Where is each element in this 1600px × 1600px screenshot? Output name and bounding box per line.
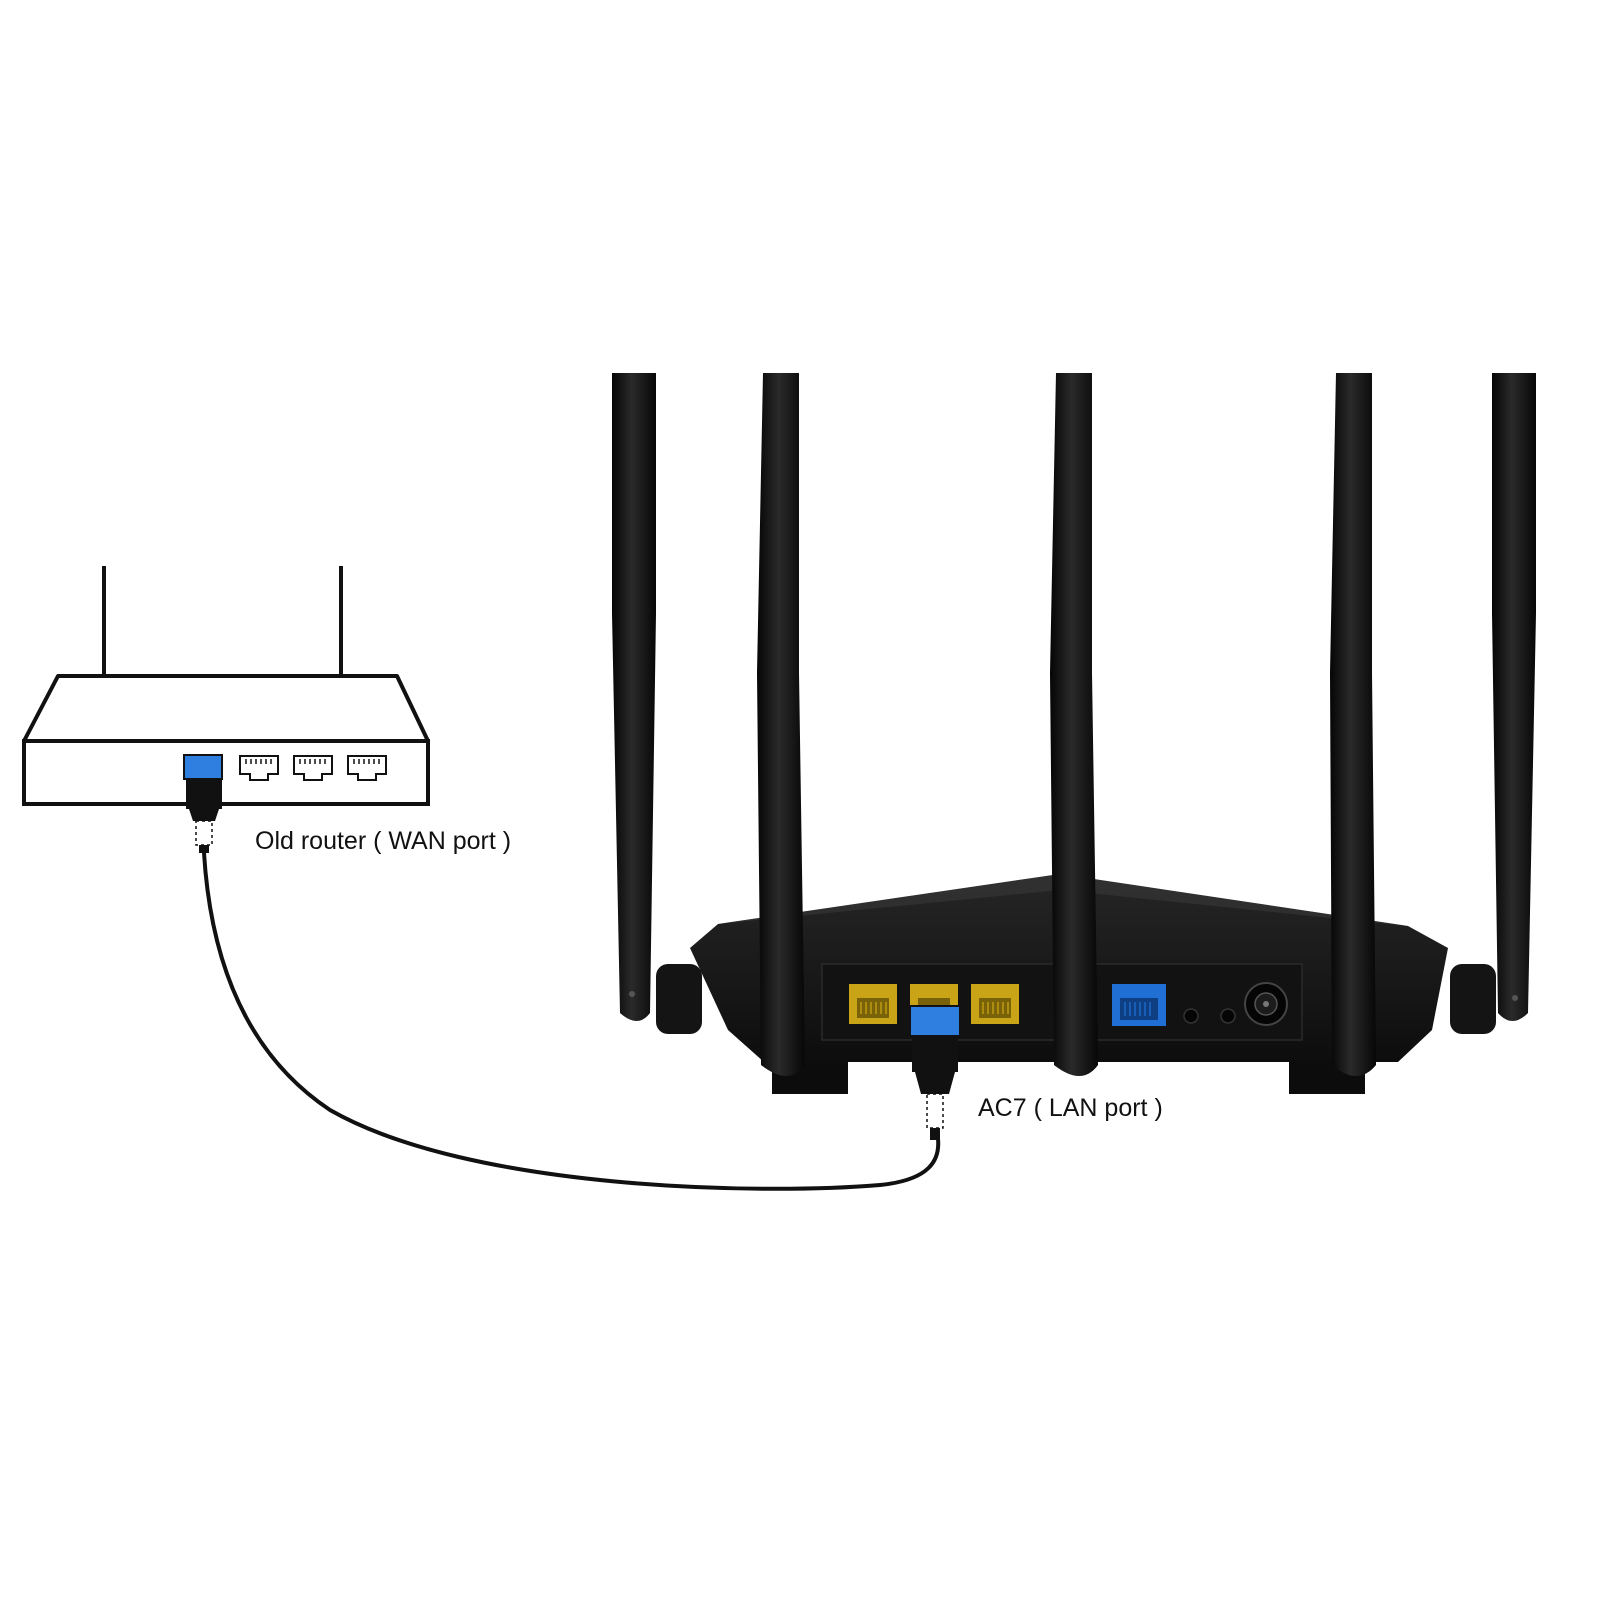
antenna-inner-1 bbox=[757, 373, 805, 1076]
rj45-port-icon bbox=[293, 755, 333, 781]
rj45-port-icon bbox=[849, 984, 897, 1024]
ac7-label: AC7 ( LAN port ) bbox=[978, 1094, 1163, 1122]
old-router-top-face bbox=[22, 674, 430, 743]
power-jack bbox=[1244, 982, 1288, 1026]
ethernet-cable bbox=[202, 852, 941, 1191]
ac7-router bbox=[612, 373, 1536, 1140]
wps-button bbox=[1220, 1008, 1236, 1024]
ethernet-plug-icon bbox=[186, 779, 222, 853]
rj45-port-icon bbox=[971, 984, 1019, 1024]
old-router-label: Old router ( WAN port ) bbox=[255, 827, 512, 855]
reset-button bbox=[1183, 1008, 1199, 1024]
rj45-port-icon bbox=[239, 755, 279, 781]
old-router bbox=[22, 566, 430, 853]
antenna-outer-right bbox=[1492, 373, 1536, 1021]
wan-plug-blue bbox=[183, 754, 223, 780]
lan-plug bbox=[909, 1005, 961, 1094]
antenna-inner-3 bbox=[1330, 373, 1376, 1076]
rj45-port-icon bbox=[347, 755, 387, 781]
antenna-outer-left bbox=[612, 373, 656, 1021]
ethernet-plug-icon bbox=[926, 1093, 944, 1140]
antenna-inner-2 bbox=[1050, 373, 1098, 1076]
rj45-port-icon bbox=[1112, 984, 1166, 1026]
